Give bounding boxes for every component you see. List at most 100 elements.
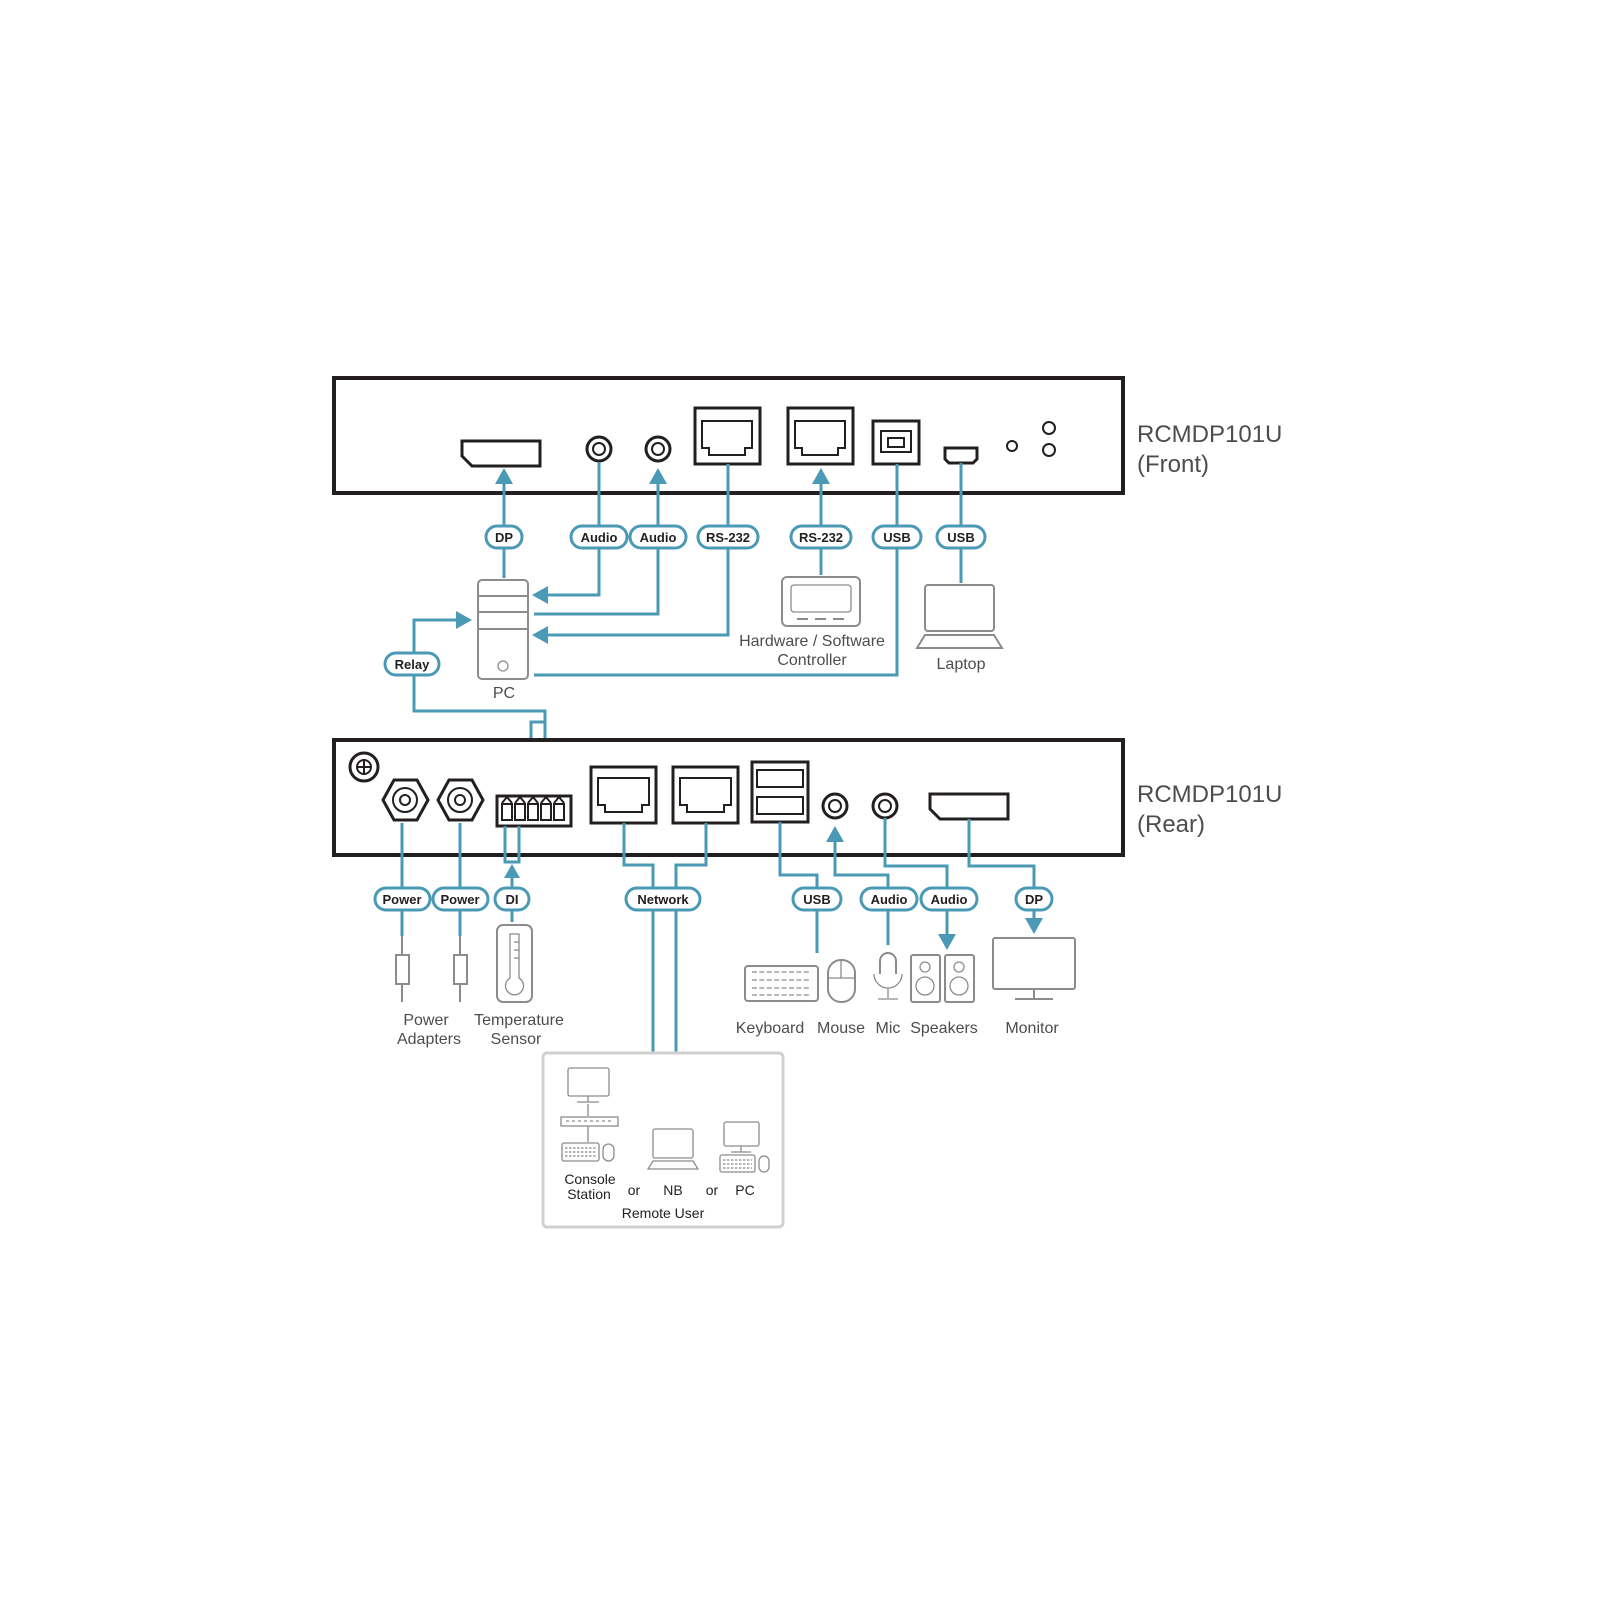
label-front-rs232-2: RS-232 — [789, 524, 853, 550]
label-front-usb-2: USB — [935, 524, 987, 550]
console-station-label-line2: Station — [567, 1186, 611, 1202]
power-adapter-icon-2 — [453, 936, 468, 1002]
rear-dp-port — [928, 792, 1010, 821]
arrow-front-audio-2 — [649, 468, 667, 484]
label-rear-power-2: Power — [431, 886, 490, 912]
cable-rear-usb — [778, 822, 819, 953]
speakers-icon — [910, 954, 975, 1003]
arrow-rear-audio-1 — [826, 826, 844, 842]
arrow-rear-di — [504, 864, 520, 878]
svg-text:Relay: Relay — [395, 657, 430, 672]
rear-audio-jack-2 — [871, 792, 899, 820]
power-adapters-label-line1: Power — [403, 1012, 449, 1029]
front-audio-jack-1 — [585, 435, 613, 463]
front-micro-usb-port — [943, 446, 979, 465]
rear-network-port-1 — [589, 765, 658, 825]
arrow-rear-dp — [1025, 918, 1043, 934]
svg-text:Power: Power — [440, 892, 479, 907]
label-front-dp: DP — [484, 524, 524, 550]
label-relay: Relay — [383, 651, 441, 677]
mic-icon — [873, 952, 903, 1000]
arrow-front-dp — [495, 468, 513, 484]
cable-front-audio-1 — [546, 462, 601, 597]
svg-text:Audio: Audio — [581, 530, 618, 545]
cable-rear-network-2 — [674, 823, 708, 1055]
remote-or-1: or — [628, 1182, 641, 1198]
remote-nb-label: NB — [663, 1182, 682, 1198]
remote-user-panel: Console Station or NB or PC Remote User — [541, 1051, 785, 1229]
front-dp-port — [460, 439, 542, 468]
rear-device-model: RCMDP101U — [1137, 781, 1282, 808]
controller-icon — [781, 576, 861, 627]
mouse-label: Mouse — [817, 1020, 865, 1037]
arrow-front-audio-1 — [532, 586, 548, 604]
label-rear-di: DI — [493, 886, 531, 912]
pc-label: PC — [493, 685, 515, 702]
rear-network-port-2 — [671, 765, 740, 825]
rear-device: RCMDP101U (Rear) — [332, 738, 1282, 857]
label-rear-audio-2: Audio — [919, 886, 979, 912]
front-usb-b-port — [871, 419, 921, 466]
laptop-icon — [915, 584, 1004, 649]
label-rear-usb: USB — [791, 886, 843, 912]
label-front-audio-2: Audio — [628, 524, 688, 550]
cable-rear-di-loop — [503, 826, 521, 864]
notebook-icon — [646, 1128, 700, 1170]
laptop-label: Laptop — [937, 656, 986, 673]
power-adapters-label-line2: Adapters — [397, 1031, 461, 1048]
svg-text:Audio: Audio — [871, 892, 908, 907]
rear-device-view: (Rear) — [1137, 811, 1205, 838]
mic-label: Mic — [876, 1020, 901, 1037]
rear-connection-labels: Power Power DI Network USB Audio Audio — [373, 886, 1054, 912]
thermometer-icon — [496, 924, 533, 1003]
front-led-3 — [1042, 443, 1056, 457]
svg-text:RS-232: RS-232 — [706, 530, 750, 545]
arrow-front-rs232-1 — [532, 626, 548, 644]
temperature-sensor-label-line2: Sensor — [491, 1031, 542, 1048]
front-led-2 — [1042, 421, 1056, 435]
keyboard-icon — [744, 965, 819, 1002]
pc-tower-icon — [477, 579, 529, 680]
ground-screw-icon — [348, 751, 380, 783]
power-adapter-icon-1 — [395, 936, 410, 1002]
label-front-audio-1: Audio — [569, 524, 629, 550]
label-rear-dp: DP — [1014, 886, 1054, 912]
front-audio-jack-2 — [644, 435, 672, 463]
front-rs232-port-1 — [693, 406, 762, 466]
controller-label-line2: Controller — [777, 652, 847, 669]
rear-terminal-block — [495, 794, 573, 828]
remote-user-title: Remote User — [622, 1205, 705, 1221]
monitor-label: Monitor — [1005, 1020, 1059, 1037]
front-rs232-port-2 — [786, 406, 855, 466]
console-station-label-line1: Console — [564, 1171, 616, 1187]
label-rear-network: Network — [624, 886, 702, 912]
svg-text:Audio: Audio — [931, 892, 968, 907]
cable-rear-network-1 — [622, 823, 655, 1055]
remote-pc-icon — [719, 1121, 770, 1173]
svg-text:Audio: Audio — [640, 530, 677, 545]
svg-text:USB: USB — [803, 892, 830, 907]
svg-text:RS-232: RS-232 — [799, 530, 843, 545]
monitor-icon — [992, 937, 1076, 1000]
svg-text:Network: Network — [637, 892, 689, 907]
svg-text:DP: DP — [1025, 892, 1043, 907]
front-device-model: RCMDP101U — [1137, 421, 1282, 448]
svg-text:Power: Power — [382, 892, 421, 907]
cable-front-rs232-1 — [546, 464, 730, 637]
front-device: RCMDP101U (Front) — [332, 376, 1282, 495]
svg-text:DP: DP — [495, 530, 513, 545]
speakers-label: Speakers — [910, 1020, 978, 1037]
front-led-1 — [1006, 440, 1018, 452]
svg-text:USB: USB — [883, 530, 910, 545]
rear-usb-a-ports — [750, 760, 810, 824]
temperature-sensor-label-line1: Temperature — [474, 1012, 564, 1029]
arrow-front-rs232-2 — [812, 468, 830, 484]
rear-audio-jack-1 — [821, 792, 849, 820]
svg-text:DI: DI — [506, 892, 519, 907]
front-connection-labels: DP Audio Audio RS-232 RS-232 USB USB Re — [383, 524, 987, 677]
controller-label-line1: Hardware / Software — [739, 633, 885, 650]
keyboard-label: Keyboard — [736, 1020, 805, 1037]
arrow-rear-audio-2 — [938, 934, 956, 950]
console-station-icon — [560, 1067, 619, 1162]
